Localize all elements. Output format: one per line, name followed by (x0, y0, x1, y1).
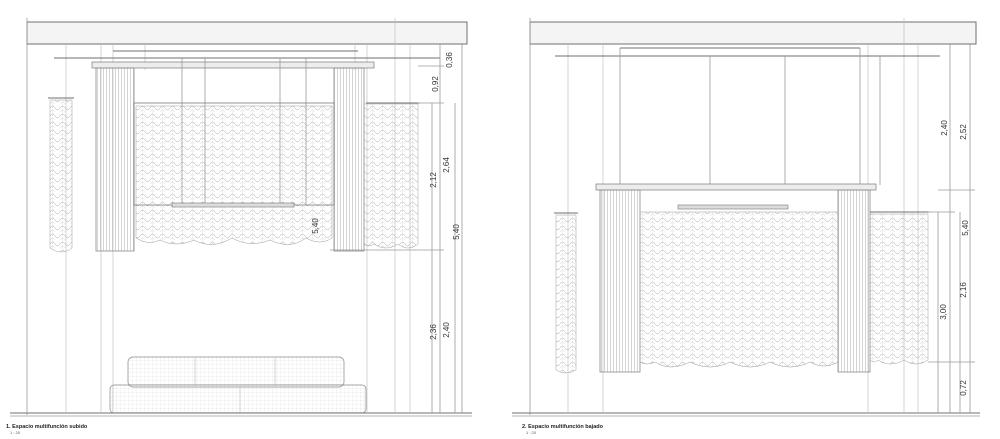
left-dimension-lines (330, 44, 463, 413)
mesh-curtain-center (135, 105, 333, 245)
left-elevation: 0,36 0,92 2,64 2,12 5,40 5,40 2,36 2,40 … (6, 18, 472, 435)
right-elevation: 2,40 2,52 5,40 2,16 3,00 0,72 2. Espacio… (512, 18, 980, 435)
dim-label: 2,40 (940, 120, 949, 136)
dim-label: 2,16 (959, 282, 968, 298)
left-drape-panel (95, 67, 135, 252)
dim-label: 5,40 (961, 220, 970, 236)
right-dimension-lines (928, 44, 975, 413)
mesh-curtain-left (555, 214, 577, 374)
ceiling-slab (26, 21, 468, 45)
dim-label: 5,40 (452, 224, 461, 240)
left-drape-panel (599, 189, 641, 373)
dim-label: 5,40 (311, 218, 320, 234)
view-caption: 1. Espacio multifunción subido (6, 424, 88, 430)
right-drape-panel (333, 67, 365, 252)
right-drape-panel (837, 189, 871, 373)
scale-label: 1 : 20 (526, 430, 537, 435)
mesh-curtain-left (49, 99, 73, 253)
dim-label: 0,36 (445, 52, 454, 68)
dim-label: 0,72 (959, 380, 968, 396)
dim-label: 2,52 (959, 124, 968, 140)
ceiling-slab (529, 21, 977, 45)
dim-label: 2,40 (442, 322, 451, 338)
mesh-curtain-right (363, 103, 419, 249)
view-caption: 2. Espacio multifunción bajado (522, 424, 604, 430)
mesh-curtain-right (869, 213, 929, 365)
dim-label: 3,00 (939, 304, 948, 320)
dim-label: 2,64 (442, 157, 451, 173)
dim-label: 2,36 (429, 324, 438, 340)
scale-label: 1 : 20 (10, 430, 21, 435)
mesh-curtain-center (639, 211, 839, 368)
dim-label: 2,12 (429, 172, 438, 188)
dim-label: 0,92 (431, 76, 440, 92)
sofa (109, 356, 367, 414)
